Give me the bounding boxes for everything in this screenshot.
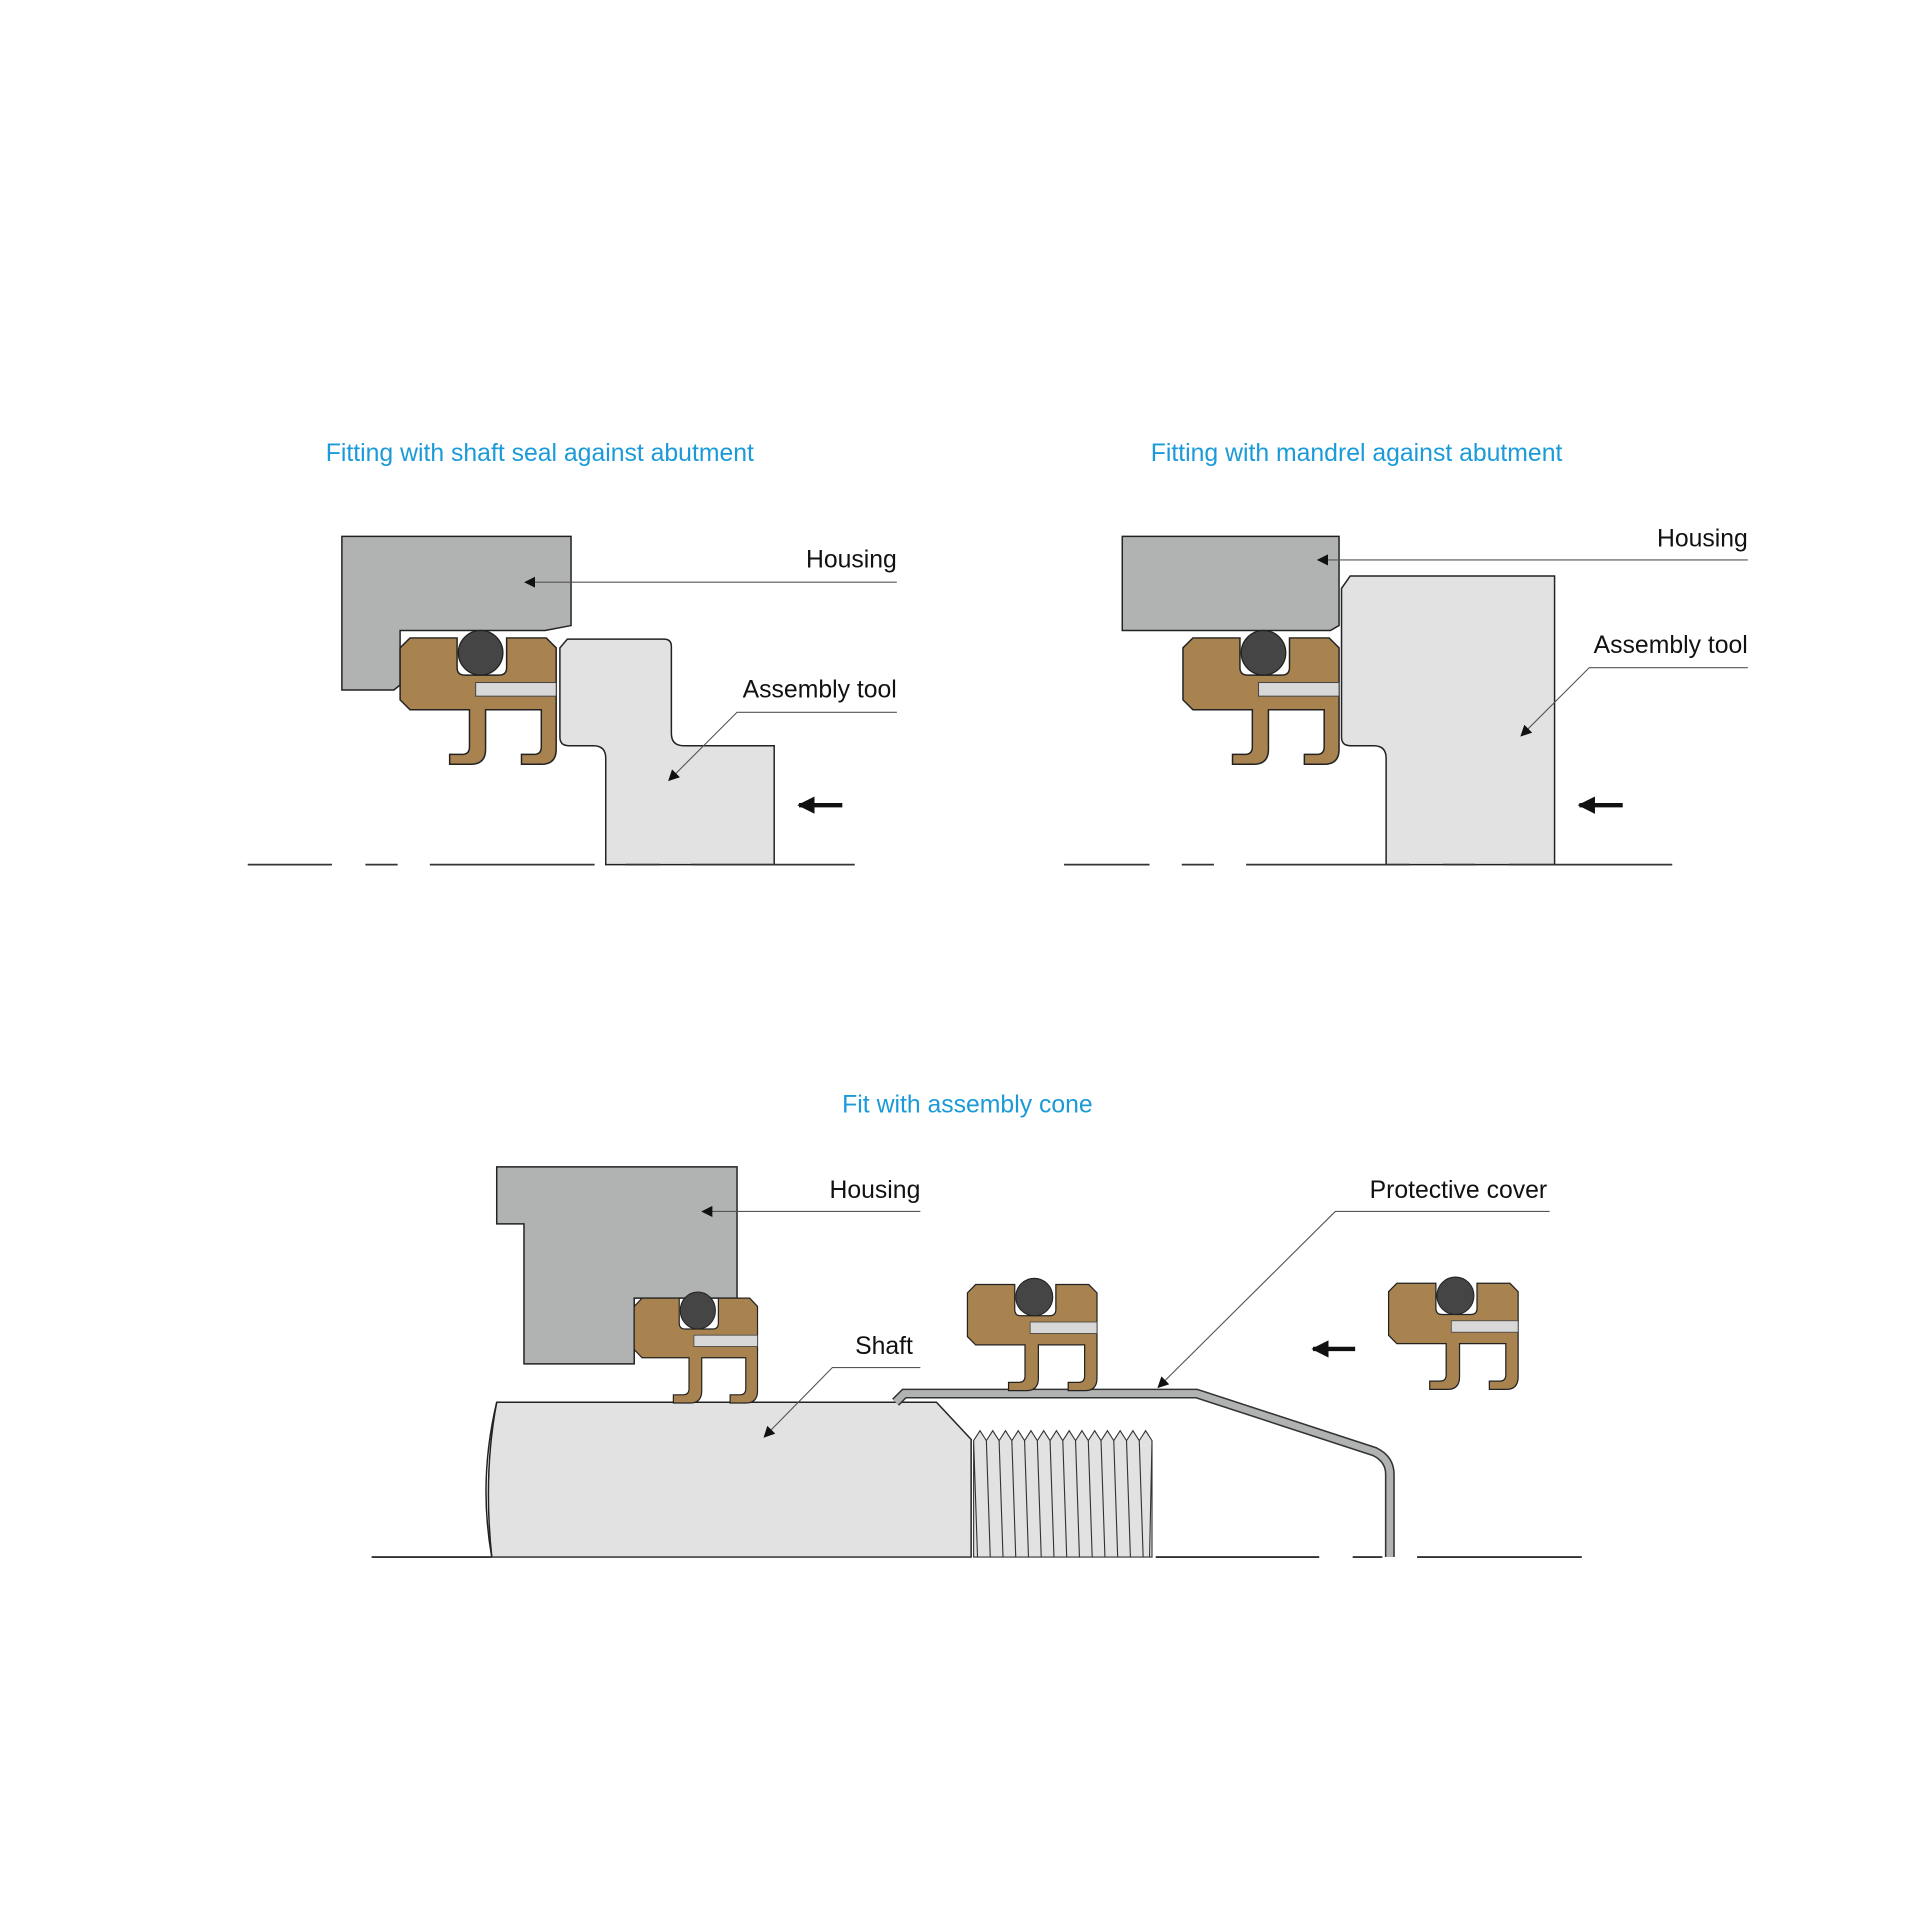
housing-label: Housing xyxy=(806,546,897,573)
housing xyxy=(1121,535,1340,632)
shaft-end-curve xyxy=(485,1402,498,1558)
protective-cover-leader xyxy=(1157,1210,1550,1389)
panel-assembly-cone: Fit with assembly cone Housing Shaft Pro… xyxy=(371,1091,1582,1558)
housing xyxy=(341,535,572,691)
assembly-tool-leader xyxy=(1520,667,1748,737)
thread xyxy=(973,1429,1153,1558)
housing xyxy=(495,1166,738,1365)
shaft-seal-fitted xyxy=(633,1291,759,1404)
shaft-seal xyxy=(1182,629,1340,766)
shaft-seal-on-cover xyxy=(966,1277,1098,1392)
shaft xyxy=(487,1401,972,1558)
assembly-tool-leader xyxy=(668,711,897,782)
protective-cover-fill xyxy=(893,1390,1394,1558)
assembly-tool-label: Assembly tool xyxy=(1594,632,1748,659)
shaft-seal-approaching xyxy=(1387,1276,1519,1391)
panel-title: Fitting with shaft seal against abutment xyxy=(326,440,754,467)
assembly-tool xyxy=(559,638,775,866)
housing-label: Housing xyxy=(1657,525,1748,552)
panel-shaft-seal-abutment: Fitting with shaft seal against abutment… xyxy=(247,440,897,866)
protective-cover-label: Protective cover xyxy=(1370,1177,1548,1204)
shaft-leader xyxy=(763,1366,921,1438)
panel-title: Fit with assembly cone xyxy=(842,1091,1093,1118)
shaft-seal xyxy=(399,629,557,766)
assembly-tool-label: Assembly tool xyxy=(743,676,897,703)
housing-label: Housing xyxy=(829,1177,920,1204)
assembly-tool xyxy=(1340,575,1556,866)
panel-title: Fitting with mandrel against abutment xyxy=(1151,440,1563,467)
shaft-label: Shaft xyxy=(855,1333,913,1360)
panel-mandrel-abutment: Fitting with mandrel against abutment Ho… xyxy=(1064,440,1748,866)
